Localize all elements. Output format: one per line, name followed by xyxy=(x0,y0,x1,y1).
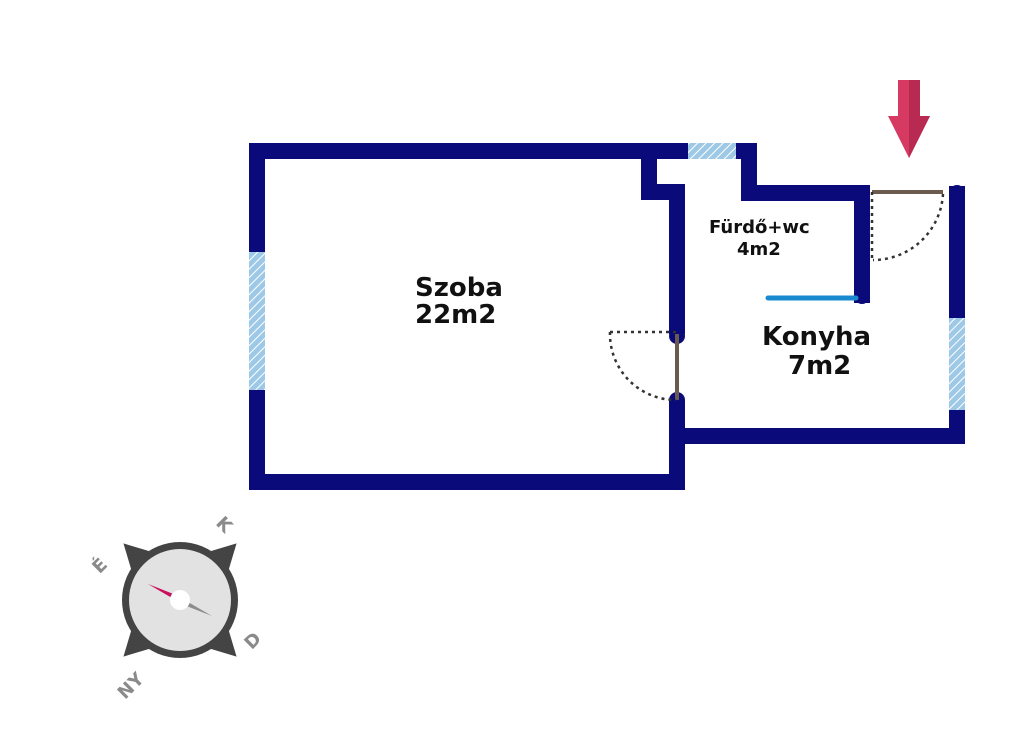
walls xyxy=(249,143,965,490)
compass-letter-east: K xyxy=(212,513,237,538)
window-bath-top xyxy=(688,143,736,159)
compass-letter-north: É xyxy=(88,554,112,578)
windows xyxy=(249,143,965,410)
compass-letter-south: D xyxy=(240,628,265,653)
wall-end-cap xyxy=(854,288,870,304)
room-area-konyha: 7m2 xyxy=(788,351,851,381)
door-szoba xyxy=(608,330,679,402)
door-swing-arc xyxy=(872,193,945,262)
room-name-szoba: Szoba xyxy=(415,273,503,303)
compass-letter-west: NY xyxy=(114,668,149,703)
wall-szoba-bottom xyxy=(249,474,685,490)
wall-szoba-top xyxy=(249,143,757,159)
room-area-szoba: 22m2 xyxy=(415,300,496,330)
compass-icon: É K D NY xyxy=(88,513,266,704)
window-szoba-left xyxy=(249,252,265,390)
room-area-furdo: 4m2 xyxy=(737,239,781,260)
window-kitchen-right xyxy=(949,318,965,410)
wall-szoba-right-lower xyxy=(669,400,685,490)
room-name-konyha: Konyha xyxy=(762,322,871,352)
arrow-down-icon xyxy=(888,80,930,158)
door-swing-arc xyxy=(608,331,677,402)
wall-szoba-right-upper xyxy=(669,184,685,334)
wall-bath-top xyxy=(741,185,870,201)
room-name-furdo: Fürdő+wc xyxy=(709,217,810,238)
wall-nook-horizontal xyxy=(641,184,685,200)
door-entrance xyxy=(870,190,945,262)
wall-kitchen-bottom xyxy=(669,428,965,444)
wall-end-cap xyxy=(949,185,965,201)
wall-bath-right xyxy=(854,185,870,303)
